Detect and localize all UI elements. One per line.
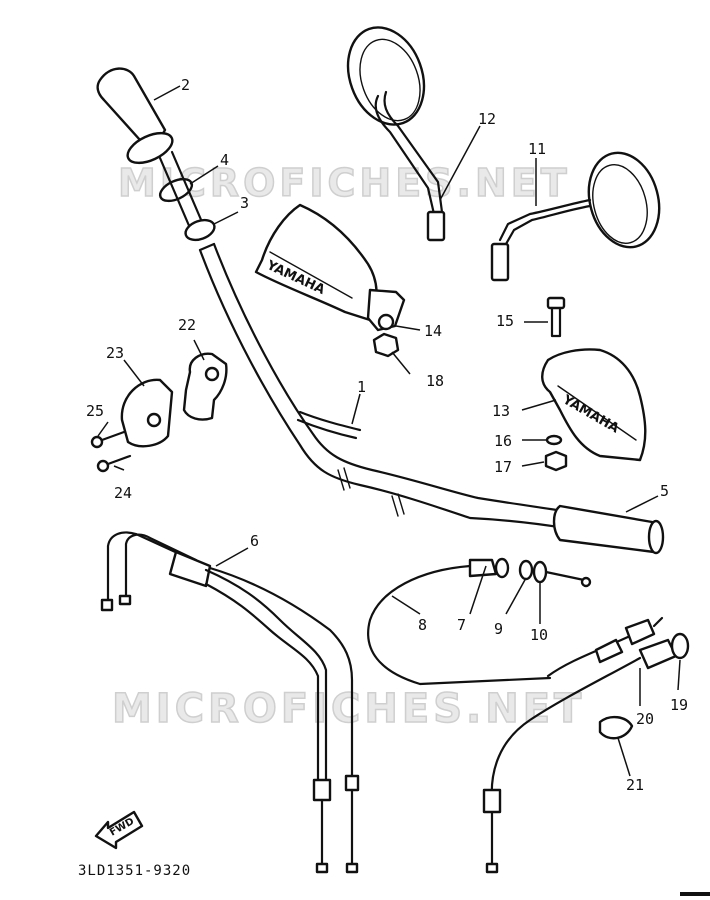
- collar-3: [184, 218, 216, 242]
- callout-24: 24: [114, 484, 132, 502]
- callout-4: 4: [220, 151, 229, 169]
- screw-25: [90, 430, 126, 449]
- callout-5: 5: [660, 482, 669, 500]
- callout-20: 20: [636, 710, 654, 728]
- callout-2: 2: [181, 76, 190, 94]
- callout-17: 17: [494, 458, 512, 476]
- callout-11: 11: [528, 140, 546, 158]
- handlebar: [198, 242, 572, 530]
- forward-arrow-icon: FWD: [94, 810, 144, 850]
- nut-18: [372, 332, 400, 358]
- callout-9: 9: [494, 620, 503, 638]
- callout-25: 25: [86, 402, 104, 420]
- callout-numbers: 1 2 3 4 5 6 7 8 9 10 11 12 13 14 15 16 1…: [86, 76, 688, 794]
- callout-21: 21: [626, 776, 644, 794]
- screw-24: [96, 454, 132, 473]
- callout-6: 6: [250, 532, 259, 550]
- mirror-left: [346, 26, 446, 242]
- bar-end-left: [158, 150, 204, 230]
- callout-1: 1: [357, 378, 366, 396]
- corner-mark: [680, 892, 710, 896]
- callout-19: 19: [670, 696, 688, 714]
- handguard-left: YAMAHA: [254, 203, 406, 332]
- callout-10: 10: [530, 626, 548, 644]
- callout-16: 16: [494, 432, 512, 450]
- callout-13: 13: [492, 402, 510, 420]
- bolt-15: [546, 296, 566, 338]
- callout-8: 8: [418, 616, 427, 634]
- callout-12: 12: [478, 110, 496, 128]
- callout-3: 3: [240, 194, 249, 212]
- handguard-right: YAMAHA: [541, 348, 647, 462]
- mirror-right: [490, 151, 661, 282]
- callout-15: 15: [496, 312, 514, 330]
- watermark-bottom: MICROFICHES.NET: [112, 686, 585, 732]
- nut-17: [544, 450, 568, 472]
- left-grip: [96, 67, 174, 165]
- clutch-cable: [367, 557, 592, 686]
- callout-22: 22: [178, 316, 196, 334]
- callout-14: 14: [424, 322, 442, 340]
- throttle-cables: [100, 531, 360, 874]
- drawing-code: 3LD1351-9320: [78, 863, 191, 879]
- callout-18: 18: [426, 372, 444, 390]
- callout-23: 23: [106, 344, 124, 362]
- right-grip: [552, 504, 665, 555]
- hot-start-cable: [482, 616, 690, 874]
- holder-23: [120, 378, 174, 448]
- leader-lines: [97, 85, 681, 777]
- watermark-top: MICROFICHES.NET: [118, 161, 571, 205]
- washer-16: [545, 434, 563, 446]
- callout-7: 7: [457, 616, 466, 634]
- holder-22: [182, 352, 228, 421]
